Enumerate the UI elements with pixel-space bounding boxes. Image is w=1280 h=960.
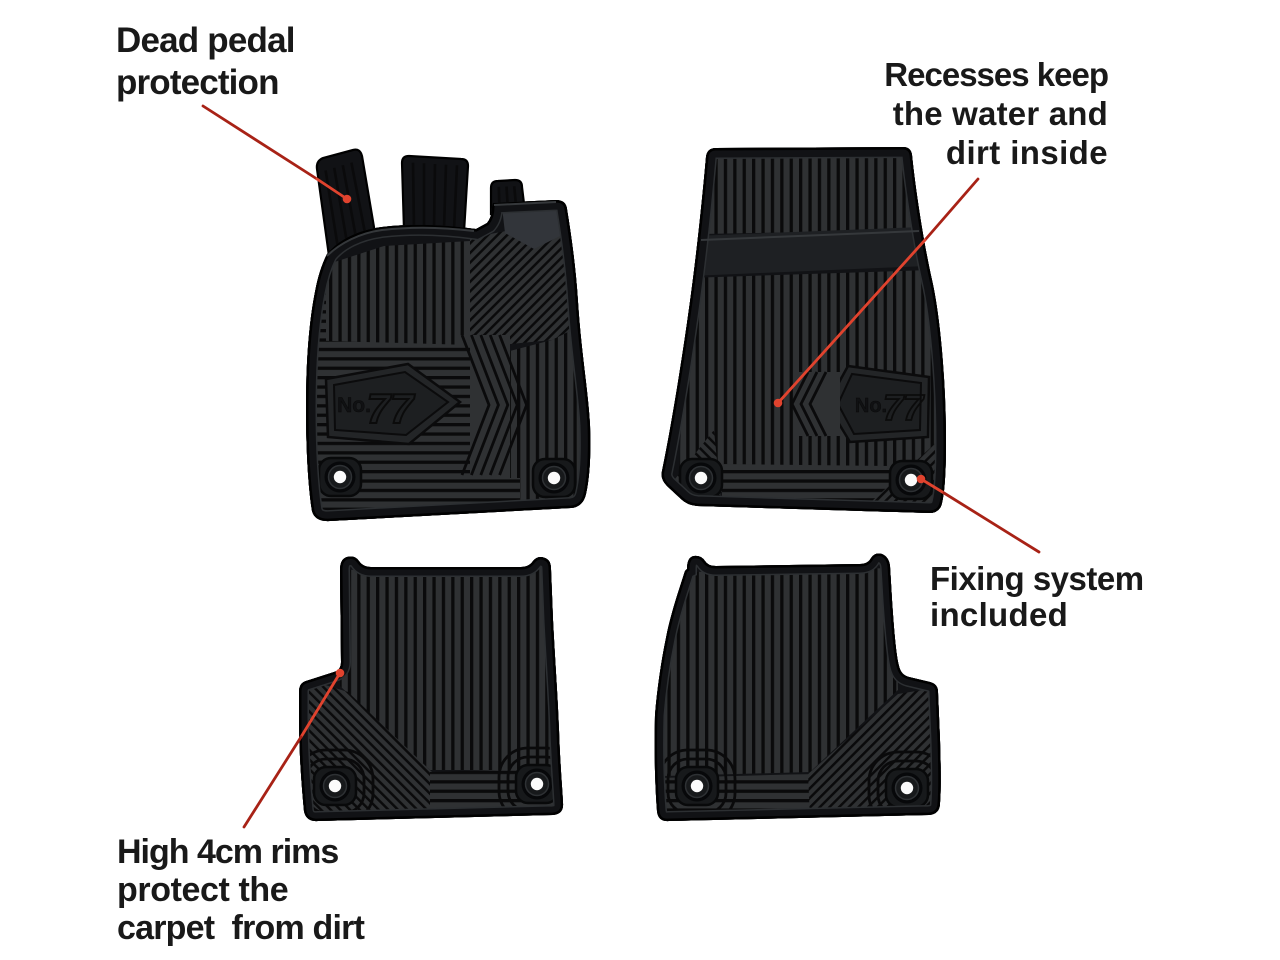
- svg-text:77: 77: [883, 387, 925, 428]
- svg-text:No.: No.: [855, 395, 887, 417]
- svg-text:77: 77: [367, 385, 415, 432]
- svg-text:No.: No.: [337, 394, 371, 417]
